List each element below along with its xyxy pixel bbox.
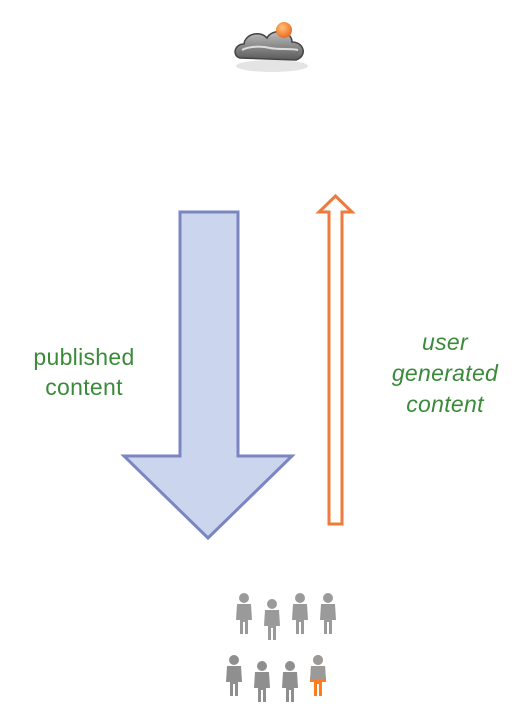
user-generated-content-label: user generated content: [365, 327, 525, 420]
published-content-label-line-1: published: [33, 344, 135, 370]
user-generated-label-line-1: user: [422, 329, 468, 355]
user-generated-label-line-2: generated: [391, 360, 499, 386]
cloud-server-icon: [234, 22, 308, 72]
published-content-label: published content: [4, 342, 164, 402]
user-generated-label-line-3: content: [406, 391, 484, 417]
published-content-label-line-2: content: [45, 374, 123, 400]
